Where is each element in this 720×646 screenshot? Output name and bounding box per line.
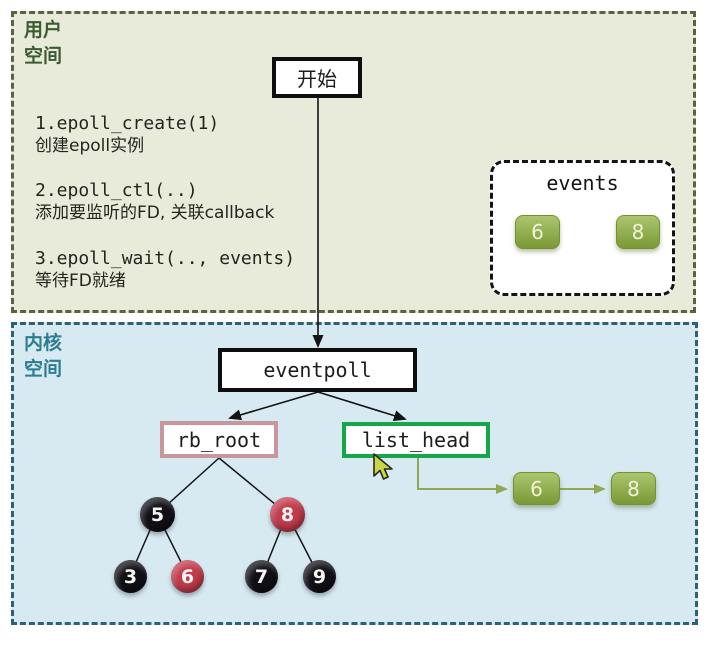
eventpoll-label: eventpoll [263,358,372,382]
rb-tree-node: 7 [245,560,278,593]
rb-root-label: rb_root [176,427,262,452]
list-head-label: list_head [361,428,471,452]
step-epoll-wait: 3.epoll_wait(.., events) 等待FD就绪 [35,247,295,293]
rb-tree-node: 6 [171,560,204,593]
user-space-label: 用户 空间 [24,19,63,67]
eventpoll-box: eventpoll [218,348,417,392]
step-code: 3.epoll_wait(.., events) [35,248,296,269]
step-code: 2.epoll_ctl(..) [35,180,198,201]
list-head-box: list_head [342,422,490,458]
step-epoll-create: 1.epoll_create(1) 创建epoll实例 [35,112,219,158]
step-code: 1.epoll_create(1) [35,113,220,134]
events-result-box: events 6 8 [490,160,675,296]
step-desc: 添加要监听的FD, 关联callback [35,203,275,223]
start-box: 开始 [272,57,362,98]
events-fd-chip: 6 [515,215,560,249]
rb-tree-node: 8 [270,497,305,532]
rb-root-box: rb_root [160,421,278,458]
kernel-space-label: 内核 空间 [24,332,63,380]
start-label: 开始 [297,67,337,91]
step-desc: 创建epoll实例 [35,136,145,156]
rb-tree-node: 3 [114,560,147,593]
events-fd-chip: 8 [616,215,660,249]
rb-tree-node: 9 [303,560,336,593]
events-title: events [546,171,619,195]
step-desc: 等待FD就绪 [35,271,126,291]
ready-list-fd-chip: 6 [513,472,560,505]
step-epoll-ctl: 2.epoll_ctl(..) 添加要监听的FD, 关联callback [35,179,274,225]
ready-list-fd-chip: 8 [611,472,656,505]
rb-tree-node: 5 [140,497,175,532]
